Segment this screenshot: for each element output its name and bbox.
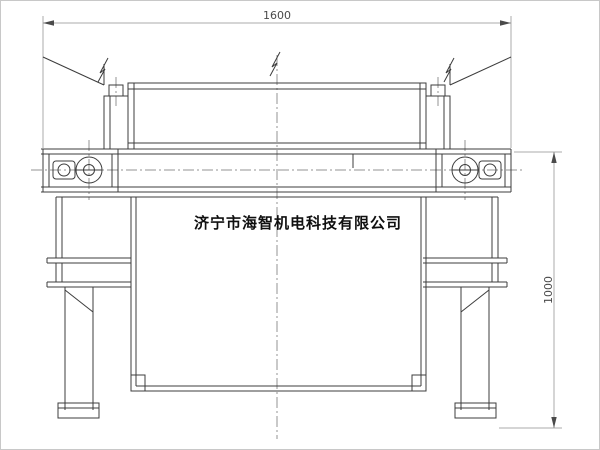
bolt-left <box>108 84 124 97</box>
bearing-bolt-left <box>52 160 76 180</box>
centerlines <box>31 55 524 439</box>
break-mark-center <box>269 51 281 77</box>
support-leg-left <box>57 287 100 419</box>
bearing-block-right <box>435 149 512 192</box>
break-mark-right <box>443 57 455 83</box>
dim-arrow-up <box>551 152 557 163</box>
leg-foot-left <box>57 402 100 419</box>
bolt-right <box>430 84 446 97</box>
break-mark-left <box>97 57 109 83</box>
dimension-right-label: 1000 <box>542 276 555 304</box>
dimension-top-1600: 1600 <box>42 9 512 148</box>
box-foot-left <box>130 374 146 392</box>
dim-arrow-left <box>43 20 54 26</box>
dim-arrow-down <box>551 417 557 428</box>
drum-assembly <box>103 82 451 150</box>
box-foot-right <box>411 374 427 392</box>
company-watermark: 济宁市海智机电科技有限公司 <box>194 214 402 232</box>
support-leg-right <box>454 287 497 419</box>
leg-foot-right <box>454 402 497 419</box>
bearing-bolt-right <box>478 160 502 180</box>
lower-box <box>130 197 427 392</box>
break-line-marks <box>42 51 512 86</box>
housing <box>46 196 508 288</box>
dim-arrow-right <box>500 20 511 26</box>
bearing-block-left <box>42 149 119 192</box>
dimension-top-label: 1600 <box>263 9 291 22</box>
dimension-right-1000: 1000 <box>499 151 562 429</box>
frame-band <box>41 148 511 193</box>
